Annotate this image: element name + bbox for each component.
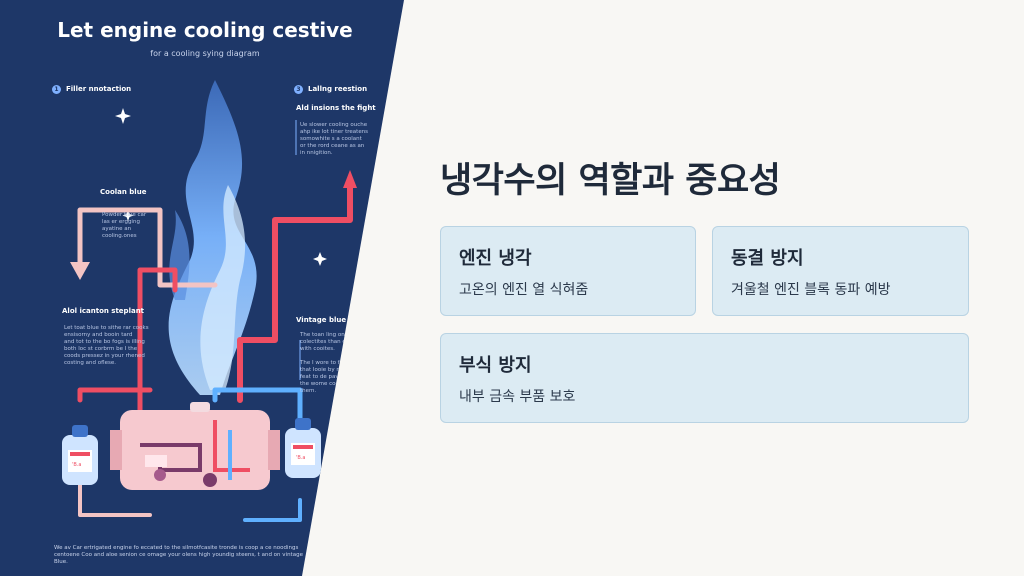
card-freeze-protection: 동결 방지 겨울철 엔진 블록 동파 예방 — [712, 226, 969, 316]
card-corrosion-protection: 부식 방지 내부 금속 부품 보호 — [440, 333, 969, 423]
card-description: 겨울철 엔진 블록 동파 예방 — [731, 282, 891, 298]
card-title: 부식 방지 — [459, 355, 532, 376]
bottle-label-right: 'B.a — [296, 455, 306, 461]
cooling-diagram-graphic — [62, 80, 357, 522]
coolant-bottle-left — [62, 425, 98, 485]
engine-note: The toan ling on and colectites than on … — [300, 332, 357, 394]
card-engine-cooling: 엔진 냉각 고온의 엔진 열 식혀줌 — [440, 226, 696, 316]
engine-block — [110, 402, 280, 490]
engine-heading: Vintage blue engine — [296, 316, 376, 324]
left-heading: Alol icanton steplant — [62, 307, 145, 315]
right-heading: Ald insions the fight — [296, 104, 376, 112]
coolant-note: Powder blue car las er ergging ayatine a… — [102, 212, 147, 239]
card-title: 엔진 냉각 — [459, 248, 532, 269]
card-title: 동결 방지 — [731, 248, 804, 269]
left-note: Let toat blue to sithe rar cooks ensisor… — [64, 325, 149, 366]
illustration-subtitle: for a cooling sying diagram — [150, 49, 260, 58]
right-note: Ue slower cooling ouche ahp ike lot tine… — [300, 122, 369, 156]
engine-cooling-illustration: Let engine cooling cestive for a cooling… — [0, 0, 404, 576]
coolant-label: Coolan blue — [100, 188, 147, 196]
card-description: 고온의 엔진 열 식혀줌 — [459, 282, 589, 298]
bottle-label-left: 'B.a — [72, 462, 82, 468]
slide-title: 냉각수의 역할과 중요성 — [440, 161, 781, 201]
coolant-bottle-right — [285, 418, 321, 478]
illustration-caption: We av Car ertrigated engine fo eccated t… — [54, 545, 303, 565]
card-description: 내부 금속 부품 보호 — [459, 389, 576, 405]
illustration-title: Let engine cooling cestive — [57, 18, 353, 42]
